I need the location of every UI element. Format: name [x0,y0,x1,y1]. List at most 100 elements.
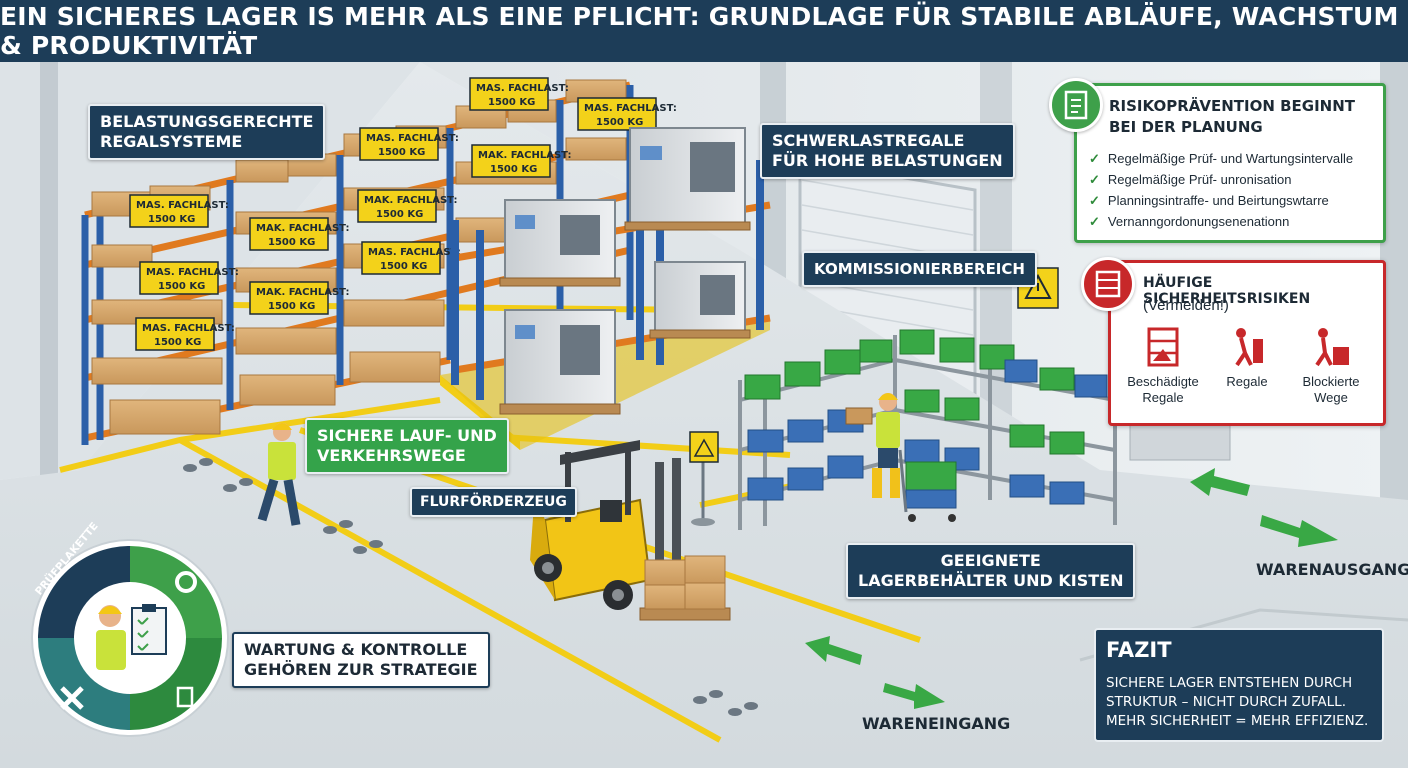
callout-containers: GEEIGNETE LAGERBEHÄLTER UND KISTEN [846,543,1136,599]
list-item-text: Regelmäßige Prüf- und Wartungsintervalle [1107,151,1354,166]
callout-heavy-duty-line2: FÜR HOHE BELASTUNGEN [772,151,1003,170]
cnc-machine-icon [504,199,616,281]
warehouse-scene: MAS. FACHLAST: 1500 KG MAS. FACHLAST: 15… [0,62,1408,768]
conclusion-line1: SICHERE LAGER ENTSTEHEN DURCH [1106,675,1353,691]
cabinet [1129,419,1231,461]
callout-picking-text: KOMMISSIONIERBEREICH [814,260,1025,278]
arrow-right-icon [1260,515,1338,547]
callout-walkways-line1: SICHERE LAUF- UND [317,426,497,445]
check-icon: ✓ [1089,172,1100,187]
load-sign-line2: 1500 KG [158,281,205,292]
load-sign-line2: 1500 KG [268,237,315,248]
load-sign: MAS. FACHLAST: 1500 KG [139,261,239,295]
inspection-badge-graphic [31,539,229,737]
load-sign-line2: 1500 KG [378,147,425,158]
document-icon [176,686,194,708]
clipboard-check-icon [1049,78,1103,132]
hazard-item-label-line1: Regale [1226,374,1268,389]
list-item-text: Planningsintraffe- und Beirtungswtarre [1107,193,1329,208]
warehouse-illustration: MAS. FACHLAST: 1500 KG MAS. FACHLAST: 15… [0,62,1408,768]
load-sign-line1: MAK. FACHLAST: [256,223,349,234]
callout-maintenance: WARTUNG & KONTROLLE GEHÖREN ZUR STRATEGI… [232,632,490,688]
risk-prevention-panel: RISIKOPRÄVENTION BEGINNT BEI DER PLANUNG… [1049,78,1386,243]
conclusion-text: SICHERE LAGER ENTSTEHEN DURCH STRUKTUR –… [1106,674,1368,731]
load-sign: MAK. FACHLAST: 1500 KG [249,281,349,315]
load-sign-line2: 1500 KG [596,117,643,128]
hazard-item-label-line1: Blockierte [1302,374,1360,389]
cnc-machine-icon [654,261,746,333]
load-sign-line1: MAS. FACHLAST: [146,267,239,278]
wrench-icon [60,686,84,710]
load-sign: MAK. FACHLAST: 1500 KG [249,217,349,251]
hazard-item: Beschädigte Regale [1123,325,1203,406]
callout-maintenance-line1: WARTUNG & KONTROLLE [244,640,468,659]
callout-maintenance-line2: GEHÖREN ZUR STRATEGIE [244,660,478,679]
load-sign-line1: MAK. FACHLAST: [364,195,457,206]
arrow-left-icon [1190,468,1250,496]
damaged-rack-icon [1147,327,1179,367]
blocked-path-icon [1315,328,1349,367]
arrow-right-icon [883,683,945,709]
hazard-item: Regale [1207,325,1287,390]
risk-prevention-title: RISIKOPRÄVENTION BEGINNT BEI DER PLANUNG [1109,96,1355,138]
load-sign: MAS. FACHLAST: 1500 KG [577,97,677,131]
cnc-machine-icon [504,309,616,406]
callout-racking-line2: REGALSYSTEME [100,132,243,151]
callout-containers-line2: LAGERBEHÄLTER UND KISTEN [858,571,1124,590]
list-item-text: Regelmäßige Prüf- unronisation [1107,172,1292,187]
label-outbound: WARENAUSGANG [1256,560,1408,579]
callout-heavy-duty: SCHWERLASTREGALE FÜR HOHE BELASTUNGEN [760,123,1015,179]
check-icon: ✓ [1089,151,1100,166]
check-icon: ✓ [1089,193,1100,208]
load-sign-line2: 1500 KG [154,337,201,348]
list-item: ✓ Planningsintraffe- und Beirtungswtarre [1089,190,1353,211]
risk-prevention-list: ✓ Regelmäßige Prüf- und Wartungsintervall… [1089,148,1353,232]
picking-shelves [738,329,1117,530]
callout-picking: KOMMISSIONIERBEREICH [802,251,1037,287]
conclusion-panel: FAZIT SICHERE LAGER ENTSTEHEN DURCH STRU… [1094,628,1384,742]
hazard-item: Blockierte Wege [1291,325,1371,406]
picker-worker [845,393,900,498]
list-item: ✓Vernanngordonungsenenationn [1089,211,1353,232]
conclusion-title: FAZIT [1106,638,1172,662]
callout-racking-line1: BELASTUNGSGERECHTE [100,112,314,131]
callout-containers-line1: GEEIGNETE [940,551,1041,570]
load-sign-line2: 1500 KG [490,164,537,175]
walking-worker [257,423,301,526]
cnc-machine-icon [629,127,746,224]
load-sign-line2: 1500 KG [488,97,535,108]
picking-cart [898,449,957,522]
callout-walkways: SICHERE LAUF- UND VERKEHRSWEGE [305,418,509,474]
callout-heavy-duty-line1: SCHWERLASTREGALE [772,131,965,150]
page-title-text: EIN SICHERES LAGER IS MEHR ALS EINE PFLI… [0,2,1399,60]
inspection-badge: PRÜFPLAKETTE [30,520,230,738]
risk-prevention-title-line1: RISIKOPRÄVENTION BEGINNT [1109,97,1356,115]
callout-walkways-line2: VERKEHRSWEGE [317,446,466,465]
forklift [530,440,731,621]
warning-post-icon [689,431,719,526]
load-sign-line1: MAS. FACHLAST: [366,133,459,144]
load-sign-line2: 1500 KG [376,209,423,220]
hazards-panel: HÄUFIGE SICHERHEITSRISIKEN (Vermeiden!) … [1081,257,1386,426]
load-sign-line1: MAS. FACHLAST: [584,103,677,114]
callout-forklift-text: FLURFÖRDERZEUG [420,494,567,510]
load-sign-line1: MAS. FACHLAST: [136,200,229,211]
load-sign-line2: 1500 KG [148,214,195,225]
load-sign-line2: 1500 KG [268,301,315,312]
load-sign: MAS. FACHLAST: 1500 KG [469,77,569,111]
list-item-text: Vernanngordonungsenenationn [1107,214,1290,229]
label-inbound: WARENEINGANG [862,714,1011,733]
hazard-rack-icon [1081,257,1135,311]
load-sign: MAS. FACHLAST: 1500 KG [359,127,459,161]
heavy-duty-rack [440,127,771,450]
load-sign-line1: MAS. FACHLAST: [368,247,461,258]
direction-arrows [805,468,1338,709]
hazards-title: HÄUFIGE SICHERHEITSRISIKEN [1143,275,1311,307]
risk-prevention-title-line2: BEI DER PLANUNG [1109,118,1263,136]
list-item: ✓ Regelmäßige Prüf- und Wartungsintervall… [1089,148,1353,169]
load-sign: MAS. FACHLAST: 1500 KG [135,317,235,351]
footprints-icon [183,458,758,716]
load-sign: MAK. FACHLAST: 1500 KG [357,189,457,223]
hazard-item-label-line2: Regale [1142,390,1184,405]
